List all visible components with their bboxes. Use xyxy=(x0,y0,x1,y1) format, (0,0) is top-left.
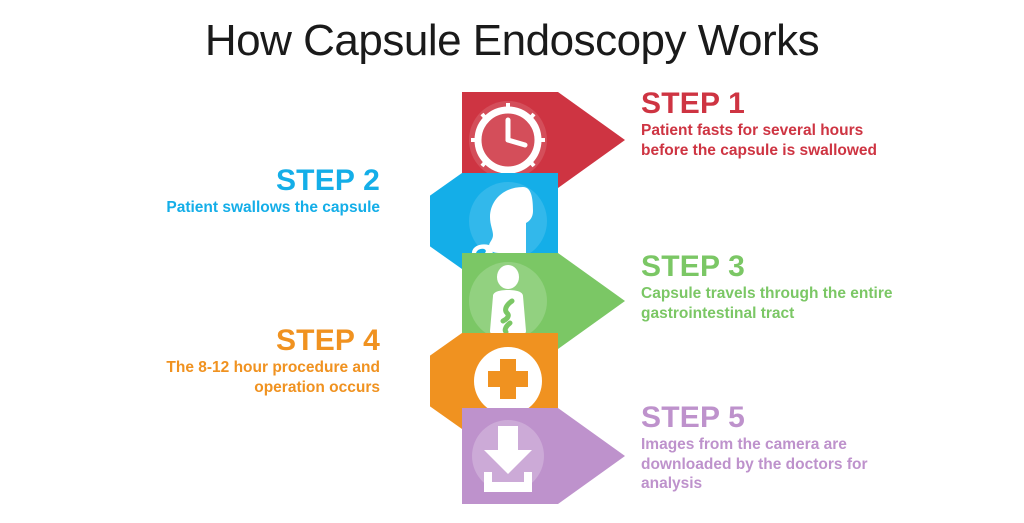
step-4-text: STEP 4 The 8-12 hour procedure and opera… xyxy=(100,325,380,397)
step-3-title: STEP 3 xyxy=(641,250,746,283)
step-2-description: Patient swallows the capsule xyxy=(166,199,380,217)
step-2-arrow[interactable] xyxy=(430,173,630,269)
medical-cross-icon xyxy=(474,347,542,415)
torso-digestive-tract-icon xyxy=(469,262,547,340)
step-1-description: Patient fasts for several hours before t… xyxy=(641,122,878,159)
step-5-description: Images from the camera are downloaded by… xyxy=(641,436,868,493)
step-1-text: STEP 1 Patient fasts for several hours b… xyxy=(641,88,903,160)
step-5-text: STEP 5 Images from the camera are downlo… xyxy=(641,402,903,494)
clock-icon xyxy=(469,101,547,179)
step-3-arrow[interactable] xyxy=(430,253,630,349)
step-2-title: STEP 2 xyxy=(275,164,380,197)
download-icon xyxy=(472,420,544,492)
step-4-title: STEP 4 xyxy=(275,324,380,357)
step-4-arrow[interactable] xyxy=(430,333,630,429)
step-4-description: The 8-12 hour procedure and operation oc… xyxy=(166,359,380,396)
step-3-description: Capsule travels through the entire gastr… xyxy=(641,285,893,322)
step-2-text: STEP 2 Patient swallows the capsule xyxy=(118,165,380,218)
step-1-arrow[interactable] xyxy=(430,92,630,188)
step-1-title: STEP 1 xyxy=(641,87,746,120)
step-5-arrow[interactable] xyxy=(430,408,630,504)
step-5-title: STEP 5 xyxy=(641,401,746,434)
head-swallowing-icon xyxy=(469,182,547,261)
page-title: How Capsule Endoscopy Works xyxy=(204,16,820,65)
step-3-text: STEP 3 Capsule travels through the entir… xyxy=(641,251,903,323)
